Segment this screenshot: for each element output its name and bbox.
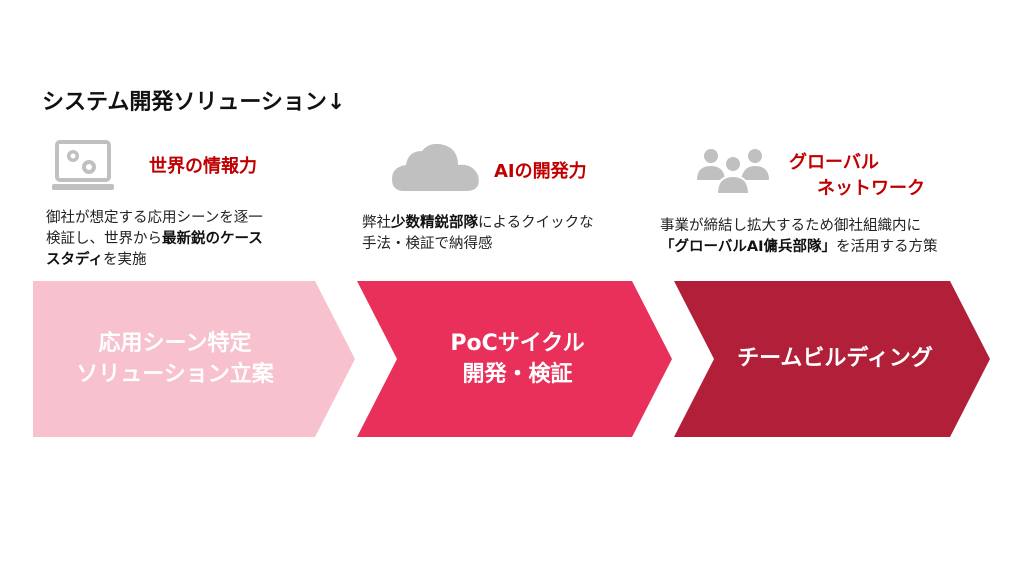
heading-world-info: 世界の情報力 — [149, 156, 257, 177]
desc-text: によるクイックな — [478, 215, 594, 231]
step-1-label: 応用シーン特定 ソリューション立案 — [40, 328, 310, 390]
people-icon — [697, 149, 769, 194]
step-2-label: PoCサイクル 開発・検証 — [400, 328, 635, 390]
desc-global-network: 事業が締結し拡大するため御社組織内に 「グローバルAI傭兵部隊」を活用する方策 — [660, 216, 1000, 258]
heading-global-network-1: グローバル — [789, 152, 879, 173]
step-3-label: チームビルディング — [715, 343, 955, 374]
step-arrow-3 — [674, 281, 990, 437]
desc-text: 弊社 — [362, 215, 391, 231]
desc-text: 手法・検証で納得感 — [362, 236, 493, 252]
step-2-line-2: 開発・検証 — [462, 362, 573, 387]
desc-text: を実施 — [103, 252, 147, 268]
desc-ai-dev: 弊社少数精鋭部隊によるクイックな 手法・検証で納得感 — [362, 213, 652, 255]
desc-text: 事業が締結し拡大するため御社組織内に — [660, 218, 921, 234]
cloud-icon — [392, 143, 479, 191]
step-arrow-1 — [33, 281, 355, 437]
slide-title: システム開発ソリューション↓ — [42, 90, 346, 115]
step-3-line-1: チームビルディング — [737, 346, 933, 371]
desc-text: 検証し、世界から — [46, 231, 162, 247]
desc-bold: 「グローバルAI傭兵部隊」 — [660, 239, 836, 255]
desc-bold: 最新鋭のケース — [162, 231, 263, 247]
desc-bold: 少数精鋭部隊 — [391, 215, 478, 231]
desc-bold: スタディ — [46, 252, 103, 268]
step-arrow-2 — [357, 281, 672, 437]
heading-global-network-2: ネットワーク — [817, 178, 925, 199]
step-1-line-2: ソリューション立案 — [76, 362, 274, 387]
desc-world-info: 御社が想定する応用シーンを逐一 検証し、世界から最新鋭のケース スタディを実施 — [46, 208, 336, 271]
desc-text: を活用する方策 — [835, 239, 938, 255]
step-2-line-1: PoCサイクル — [450, 331, 585, 356]
heading-ai-dev: AIの開発力 — [494, 161, 587, 182]
laptop-gears-icon — [52, 140, 114, 190]
desc-text: 御社が想定する応用シーンを逐一 — [46, 210, 263, 226]
step-1-line-1: 応用シーン特定 — [98, 331, 252, 356]
